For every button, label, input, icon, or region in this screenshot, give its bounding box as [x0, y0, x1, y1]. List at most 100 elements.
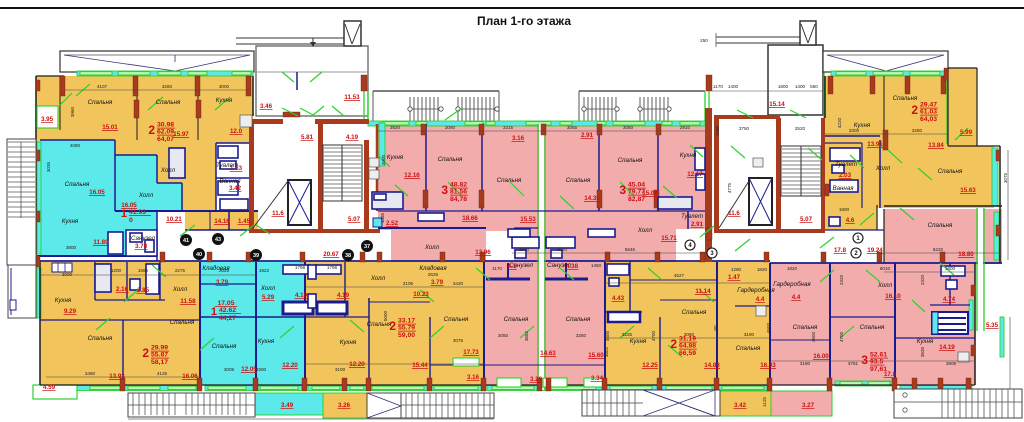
svg-text:1.45: 1.45: [238, 218, 251, 225]
svg-text:3: 3: [710, 251, 714, 257]
svg-text:4600: 4600: [605, 330, 610, 341]
svg-text:3800: 3800: [66, 245, 77, 250]
svg-text:15.09: 15.09: [642, 190, 658, 197]
svg-text:13.91: 13.91: [867, 141, 883, 148]
svg-text:11.58: 11.58: [180, 298, 196, 305]
svg-text:4: 4: [688, 243, 692, 249]
svg-text:1170: 1170: [713, 84, 723, 89]
svg-text:250: 250: [700, 38, 708, 43]
svg-text:4775: 4775: [727, 182, 732, 193]
svg-text:3080: 3080: [623, 125, 634, 130]
svg-text:4125: 4125: [157, 371, 168, 376]
svg-text:6010: 6010: [880, 266, 891, 271]
svg-text:Холл: Холл: [637, 227, 653, 234]
svg-text:Кухня: Кухня: [216, 97, 233, 104]
svg-text:11.53: 11.53: [344, 94, 360, 101]
svg-text:Кухня: Кухня: [387, 154, 404, 161]
svg-text:42.62: 42.62: [219, 307, 236, 314]
svg-text:Кухня: Кухня: [630, 338, 647, 345]
svg-text:93.5: 93.5: [870, 359, 883, 366]
svg-text:4600: 4600: [766, 322, 771, 333]
svg-text:15.44: 15.44: [412, 362, 428, 369]
svg-text:3080: 3080: [445, 125, 456, 130]
svg-text:15.53: 15.53: [520, 216, 536, 223]
svg-text:5.99: 5.99: [960, 129, 973, 136]
svg-text:15.14: 15.14: [769, 101, 785, 108]
svg-text:4600: 4600: [811, 331, 816, 342]
svg-text:9.29: 9.29: [64, 308, 77, 315]
svg-text:3750: 3750: [739, 126, 750, 131]
svg-text:2910: 2910: [680, 125, 691, 130]
svg-text:97,61: 97,61: [870, 366, 887, 373]
svg-text:29.47: 29.47: [920, 102, 937, 109]
svg-text:3.79: 3.79: [216, 279, 229, 286]
svg-text:3035: 3035: [46, 161, 51, 172]
svg-text:2320: 2320: [839, 274, 844, 285]
svg-text:3.46: 3.46: [260, 103, 273, 110]
svg-text:3.16: 3.16: [512, 135, 525, 142]
svg-text:52.61: 52.61: [870, 352, 887, 359]
svg-text:1450: 1450: [591, 263, 602, 268]
svg-text:Санузел: Санузел: [509, 262, 534, 269]
svg-text:1800: 1800: [778, 84, 789, 89]
svg-text:Спальня: Спальня: [504, 316, 529, 323]
svg-text:3: 3: [441, 183, 448, 197]
svg-text:18.80: 18.80: [958, 251, 974, 258]
svg-text:3920: 3920: [390, 125, 401, 130]
svg-text:44,27: 44,27: [219, 315, 236, 322]
svg-text:1.53: 1.53: [230, 165, 243, 172]
svg-text:2105: 2105: [403, 281, 414, 286]
svg-text:Кухня: Кухня: [340, 339, 357, 346]
svg-text:Холл: Холл: [138, 192, 154, 199]
svg-text:Кухня: Кухня: [680, 152, 697, 159]
svg-text:Спальня: Спальня: [928, 222, 953, 229]
svg-text:Кухня: Кухня: [55, 297, 72, 304]
svg-text:Холл: Холл: [370, 275, 386, 282]
svg-text:Спальня: Спальня: [566, 177, 591, 184]
svg-text:3005: 3005: [224, 367, 235, 372]
svg-text:15.97: 15.97: [173, 131, 189, 138]
svg-text:Спальня: Спальня: [212, 343, 237, 350]
svg-text:15.60: 15.60: [588, 352, 604, 359]
svg-text:4.19: 4.19: [295, 292, 308, 299]
svg-text:15.63: 15.63: [960, 187, 976, 194]
svg-text:2.85: 2.85: [137, 287, 150, 294]
svg-text:81.56: 81.56: [450, 189, 467, 196]
svg-text:Спальня: Спальня: [793, 324, 818, 331]
svg-text:1125: 1125: [762, 397, 767, 407]
svg-text:4107: 4107: [97, 84, 108, 89]
svg-text:4700: 4700: [839, 331, 844, 342]
svg-text:19.24: 19.24: [867, 247, 883, 254]
svg-text:1820: 1820: [757, 267, 768, 272]
svg-text:2: 2: [148, 123, 155, 137]
svg-text:4.59: 4.59: [43, 384, 56, 391]
svg-text:2625: 2625: [428, 272, 439, 277]
svg-text:Спальня: Спальня: [618, 157, 643, 164]
svg-text:3190: 3190: [744, 332, 755, 337]
svg-text:Холл: Холл: [172, 286, 188, 293]
svg-text:Спальня: Спальня: [88, 99, 113, 106]
svg-text:Спальня: Спальня: [497, 177, 522, 184]
svg-text:Спальня: Спальня: [736, 345, 761, 352]
svg-text:3: 3: [861, 353, 868, 367]
svg-text:11.6: 11.6: [272, 210, 284, 217]
svg-text:1400: 1400: [795, 84, 806, 89]
svg-text:Спальня: Спальня: [65, 181, 90, 188]
svg-text:1550: 1550: [715, 125, 720, 136]
svg-text:Холл: Холл: [877, 282, 893, 289]
svg-text:3055: 3055: [567, 125, 578, 130]
svg-text:Спальня: Спальня: [88, 335, 113, 342]
svg-text:2: 2: [670, 337, 677, 351]
svg-text:2.91: 2.91: [581, 132, 594, 139]
svg-text:2: 2: [142, 346, 149, 360]
svg-text:1: 1: [856, 236, 860, 242]
svg-text:Спальня: Спальня: [938, 168, 963, 175]
svg-text:2: 2: [854, 251, 858, 257]
svg-text:3.27: 3.27: [802, 402, 815, 409]
svg-text:Холл: Холл: [260, 285, 276, 292]
svg-text:16.33: 16.33: [760, 362, 776, 369]
svg-text:4.19: 4.19: [346, 134, 359, 141]
svg-text:1335: 1335: [380, 212, 385, 223]
svg-text:1798: 1798: [295, 265, 306, 270]
svg-text:1200: 1200: [111, 268, 122, 273]
